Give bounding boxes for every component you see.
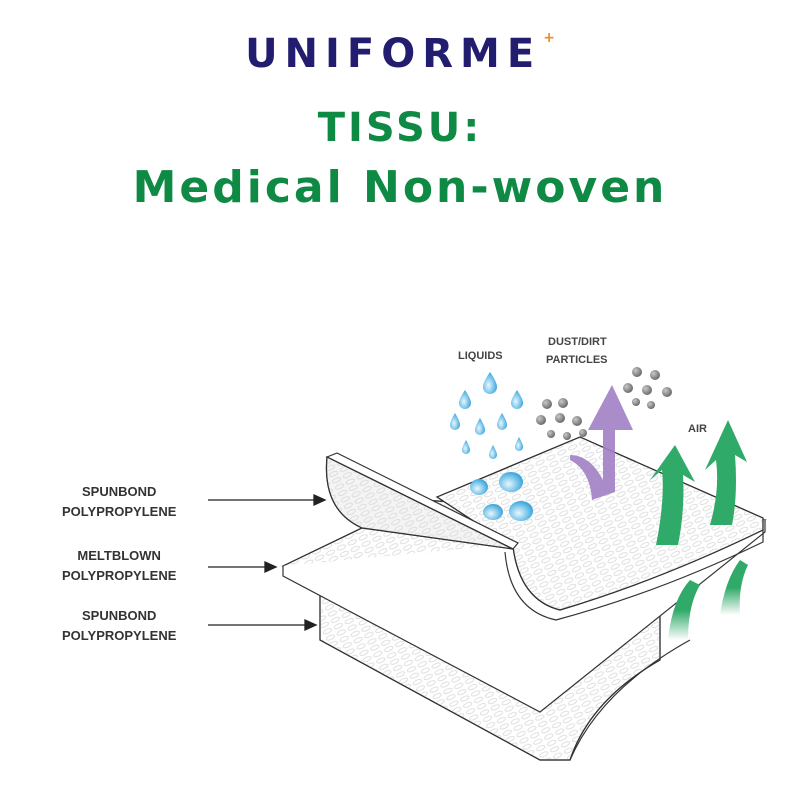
brand-plus-mark: + (543, 30, 555, 46)
label-top-spunbond: SPUNBOND POLYPROPYLENE (62, 482, 176, 522)
label-line: MELTBLOWN (77, 548, 161, 563)
label-line: POLYPROPYLENE (62, 568, 177, 583)
title-line-2: Medical Non-woven (132, 162, 668, 213)
label-line: SPUNBOND (81, 484, 157, 499)
label-dust-line-2: PARTICLES (546, 354, 608, 366)
brand-header: UNIFORME+ (0, 30, 800, 78)
label-meltblown: MELTBLOWN POLYPROPYLENE (62, 546, 176, 586)
pointer-arrows (208, 493, 327, 632)
dust-particles (536, 367, 672, 440)
label-line: SPUNBOND (81, 608, 157, 623)
air-arrows (650, 420, 748, 640)
label-line: POLYPROPYLENE (62, 504, 177, 519)
liquid-drops (450, 372, 533, 521)
top-spunbond-layer (325, 436, 764, 621)
label-air: AIR (688, 423, 707, 435)
dust-arrow (570, 385, 633, 500)
label-bottom-spunbond: SPUNBOND POLYPROPYLENE (62, 606, 176, 646)
label-line: POLYPROPYLENE (62, 628, 177, 643)
brand-logo: UNIFORME (245, 31, 542, 77)
title-line-1: TISSU: (317, 105, 483, 151)
label-liquids: LIQUIDS (458, 350, 503, 362)
label-dust-line-1: DUST/DIRT (548, 336, 607, 348)
